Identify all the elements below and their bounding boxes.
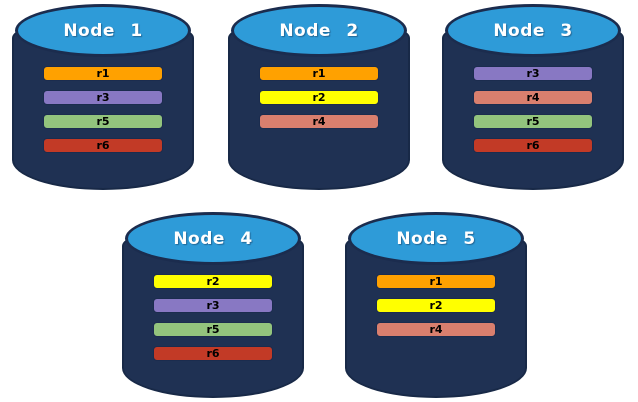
node-label: Node 4: [173, 228, 253, 249]
node-label: Node 5: [396, 228, 476, 249]
replica-bar-r6: r6: [473, 138, 593, 153]
replica-bar-r4: r4: [473, 90, 593, 105]
cylinder-top: Node 2: [231, 4, 407, 57]
replica-bar-r1: r1: [376, 274, 496, 289]
replica-list: r2 r3 r5 r6: [153, 274, 273, 361]
node-label: Node 2: [279, 20, 359, 41]
replica-bar-r4: r4: [259, 114, 379, 129]
replica-bar-r2: r2: [153, 274, 273, 289]
replica-bar-r5: r5: [153, 322, 273, 337]
cylinder-body: [122, 238, 304, 398]
node-label: Node 3: [493, 20, 573, 41]
cylinder-top: Node 5: [348, 212, 524, 265]
replica-bar-r4: r4: [376, 322, 496, 337]
replica-list: r1 r3 r5 r6: [43, 66, 163, 153]
node-label: Node 1: [63, 20, 143, 41]
replica-bar-r1: r1: [259, 66, 379, 81]
replica-bar-r6: r6: [153, 346, 273, 361]
replica-bar-r5: r5: [43, 114, 163, 129]
replica-bar-r3: r3: [43, 90, 163, 105]
replica-bar-r3: r3: [153, 298, 273, 313]
replica-bar-r3: r3: [473, 66, 593, 81]
cylinder-top: Node 3: [445, 4, 621, 57]
cylinder-top: Node 4: [125, 212, 301, 265]
replica-bar-r1: r1: [43, 66, 163, 81]
node-cylinder-2: Node 2 r1 r2 r4: [228, 4, 410, 190]
replica-bar-r2: r2: [259, 90, 379, 105]
node-cylinder-4: Node 4 r2 r3 r5 r6: [122, 212, 304, 398]
node-cylinder-3: Node 3 r3 r4 r5 r6: [442, 4, 624, 190]
replica-bar-r6: r6: [43, 138, 163, 153]
replica-bar-r5: r5: [473, 114, 593, 129]
replica-list: r1 r2 r4: [259, 66, 379, 129]
replica-bar-r2: r2: [376, 298, 496, 313]
node-cylinder-5: Node 5 r1 r2 r4: [345, 212, 527, 398]
cylinder-top: Node 1: [15, 4, 191, 57]
replica-list: r1 r2 r4: [376, 274, 496, 337]
node-cylinder-1: Node 1 r1 r3 r5 r6: [12, 4, 194, 190]
cylinder-body: [345, 238, 527, 398]
replica-list: r3 r4 r5 r6: [473, 66, 593, 153]
